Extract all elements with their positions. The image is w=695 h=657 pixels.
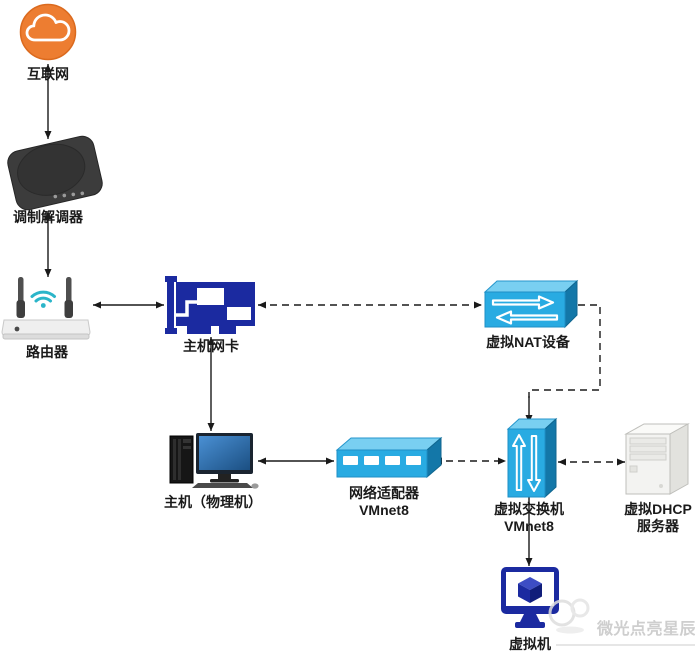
node-host-pc: [165, 431, 259, 489]
node-host-nic: [163, 275, 257, 337]
internet-cloud-icon: [19, 3, 77, 61]
network-hub-icon: [335, 436, 443, 478]
vm-monitor-icon: [501, 567, 559, 628]
virtual-switch-label: 虚拟交换机 VMnet8: [478, 501, 580, 535]
edge-nat-switch-dashed: [528, 304, 601, 398]
desktop-computer-icon: [169, 433, 259, 489]
network-adapter-label-line2: VMnet8: [359, 502, 409, 518]
watermark-logo-icon: [545, 592, 597, 641]
node-virtual-nat: [481, 278, 579, 330]
router-label: 路由器: [26, 344, 68, 360]
node-router: [1, 274, 93, 344]
virtual-switch-icon: [506, 417, 558, 498]
node-network-adapter: [334, 436, 444, 478]
dhcp-server-label-line1: 虚拟DHCP: [624, 501, 692, 517]
virtual-machine-label: 虚拟机: [509, 636, 551, 652]
node-modem: [2, 133, 108, 213]
internet-label: 互联网: [27, 66, 69, 82]
virtual-nat-label: 虚拟NAT设备: [486, 334, 570, 350]
host-pc-label: 主机（物理机）: [164, 494, 262, 510]
modem-label: 调制解调器: [13, 209, 83, 225]
node-internet: [19, 3, 77, 61]
network-adapter-label-line1: 网络适配器: [349, 485, 419, 501]
node-virtual-switch: [501, 410, 559, 498]
watermark-divider: [556, 644, 695, 646]
server-tower-icon: [624, 423, 690, 495]
node-dhcp-server: [623, 420, 691, 498]
network-adapter-label: 网络适配器 VMnet8: [322, 485, 446, 519]
network-card-icon: [165, 276, 255, 334]
dhcp-server-label-line2: 服务器: [637, 518, 679, 534]
virtual-switch-label-line1: 虚拟交换机: [494, 501, 564, 517]
nat-device-icon: [483, 279, 579, 329]
watermark-text: 微光点亮星辰: [597, 621, 695, 638]
node-virtual-machine: [498, 564, 562, 634]
virtual-switch-label-line2: VMnet8: [504, 518, 554, 534]
dhcp-server-label: 虚拟DHCP 服务器: [612, 501, 695, 535]
host-nic-label: 主机网卡: [183, 338, 239, 354]
wireless-router-icon: [1, 277, 91, 340]
modem-icon: [7, 135, 103, 211]
